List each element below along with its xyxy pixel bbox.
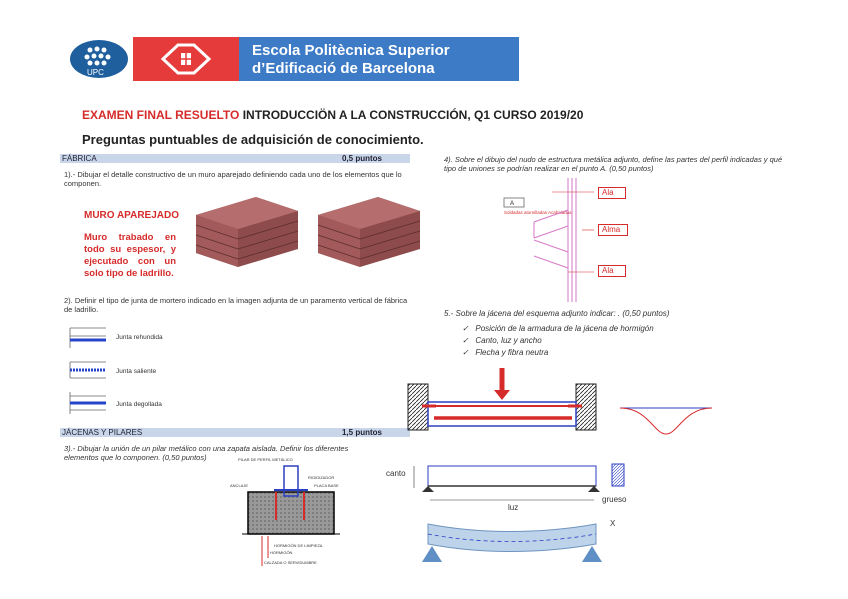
label-point-a: A xyxy=(510,201,514,207)
upc-logo-icon: UPC xyxy=(84,46,111,77)
upc-logo: UPC xyxy=(70,40,128,78)
beam-dimensions-diagram: canto luz grueso X xyxy=(386,463,627,562)
label-placa: PLACA BASE xyxy=(314,483,339,488)
bullet-2-text: Canto, luz y ancho xyxy=(475,336,542,345)
exam-title-red: EXAMEN FINAL RESUELTO xyxy=(82,108,240,122)
label-ala-bottom: Ala xyxy=(598,265,626,277)
label-uniones-text: Soldadas atornilladas Acabaladas xyxy=(504,210,572,215)
section-points: 0,5 puntos xyxy=(341,154,382,163)
school-line-2: d’Edificació de Barcelona xyxy=(252,60,435,77)
bullet-1-text: Posición de la armadura de la jácena de … xyxy=(475,324,654,333)
label-hormigon: HORMIGÓN xyxy=(270,550,293,555)
label-limpieza: HORMIGÓN DE LIMPIEZA xyxy=(274,543,323,548)
label-anclaje: ANCLAJE xyxy=(230,483,248,488)
label-uniones: Soldadas atornilladas Acabaladas xyxy=(504,210,572,215)
answer-1-body: Muro trabado en todo su espesor, y ejecu… xyxy=(84,232,176,279)
exam-title-rest: INTRODUCCIÖN A LA CONSTRUCCIÓN, Q1 CURSO… xyxy=(239,108,584,122)
label-canto: canto xyxy=(386,469,406,478)
brick-wall-image-2 xyxy=(317,197,421,267)
answer-1-title: MURO APAREJADO xyxy=(84,210,180,221)
label-rigidizador: RIGIDIZADOR xyxy=(308,475,334,480)
footing-diagram: PILAR DE PERFIL METÁLICO ANCLAJE RIGIDIZ… xyxy=(230,457,340,566)
section-bar-jacenas: JÁCENAS Y PILARES 1,5 puntos xyxy=(60,428,410,437)
question-4: 4). Sobre el dibujo del nudo de estructu… xyxy=(444,155,783,173)
question-5: 5.- Sobre la jácena del esquema adjunto … xyxy=(444,309,670,318)
bullet-1: ✓ Posición de la armadura de la jácena d… xyxy=(462,324,654,333)
label-luz: luz xyxy=(508,503,518,512)
school-banner xyxy=(239,37,519,81)
steel-node-diagram: A Soldadas atornilladas Acabaladas xyxy=(503,178,594,302)
joint-label-degollada: Junta degollada xyxy=(116,401,162,408)
question-2: 2). Definir el tipo de junta de mortero … xyxy=(64,296,408,314)
joint-label-rehundida: Junta rehundida xyxy=(116,334,163,341)
bullet-3: ✓ Flecha y fibra neutra xyxy=(462,348,549,357)
joint-label-saliente: Junta saliente xyxy=(116,368,157,375)
label-grueso: grueso xyxy=(602,495,627,504)
section-bar-fabrica: FÁBRICA 0,5 puntos xyxy=(60,154,410,163)
epseb-logo-box xyxy=(133,37,239,81)
exam-title: EXAMEN FINAL RESUELTO INTRODUCCIÖN A LA … xyxy=(82,108,583,122)
question-3: 3).- Dibujar la unión de un pilar metáli… xyxy=(64,444,349,462)
bullet-2: ✓ Canto, luz y ancho xyxy=(462,336,542,345)
upc-text: UPC xyxy=(87,68,104,77)
question-1: 1).- Dibujar el detalle constructivo de … xyxy=(64,170,402,188)
deflection-curve xyxy=(619,407,713,435)
label-calzada: CALZADA O SERVIDUMBRE xyxy=(264,560,317,565)
school-line-1: Escola Politècnica Superior xyxy=(252,42,450,59)
epseb-logo-icon xyxy=(160,43,212,75)
school-name: Escola Politècnica Superior d’Edificació… xyxy=(252,42,450,78)
label-x: X xyxy=(610,519,616,528)
page-subtitle: Preguntas puntuables de adquisición de c… xyxy=(82,132,424,147)
label-ala-top: Ala xyxy=(598,187,626,199)
section-label: FÁBRICA xyxy=(62,154,97,163)
section-points: 1,5 puntos xyxy=(341,428,382,437)
beam-rebar-diagram xyxy=(407,368,597,431)
bullet-3-text: Flecha y fibra neutra xyxy=(475,348,549,357)
label-alma: Alma xyxy=(598,224,628,236)
mortar-joints-diagram xyxy=(69,327,106,414)
brick-wall-image-1 xyxy=(195,197,299,267)
label-pilar: PILAR DE PERFIL METÁLICO xyxy=(238,457,293,462)
section-label: JÁCENAS Y PILARES xyxy=(62,428,143,437)
